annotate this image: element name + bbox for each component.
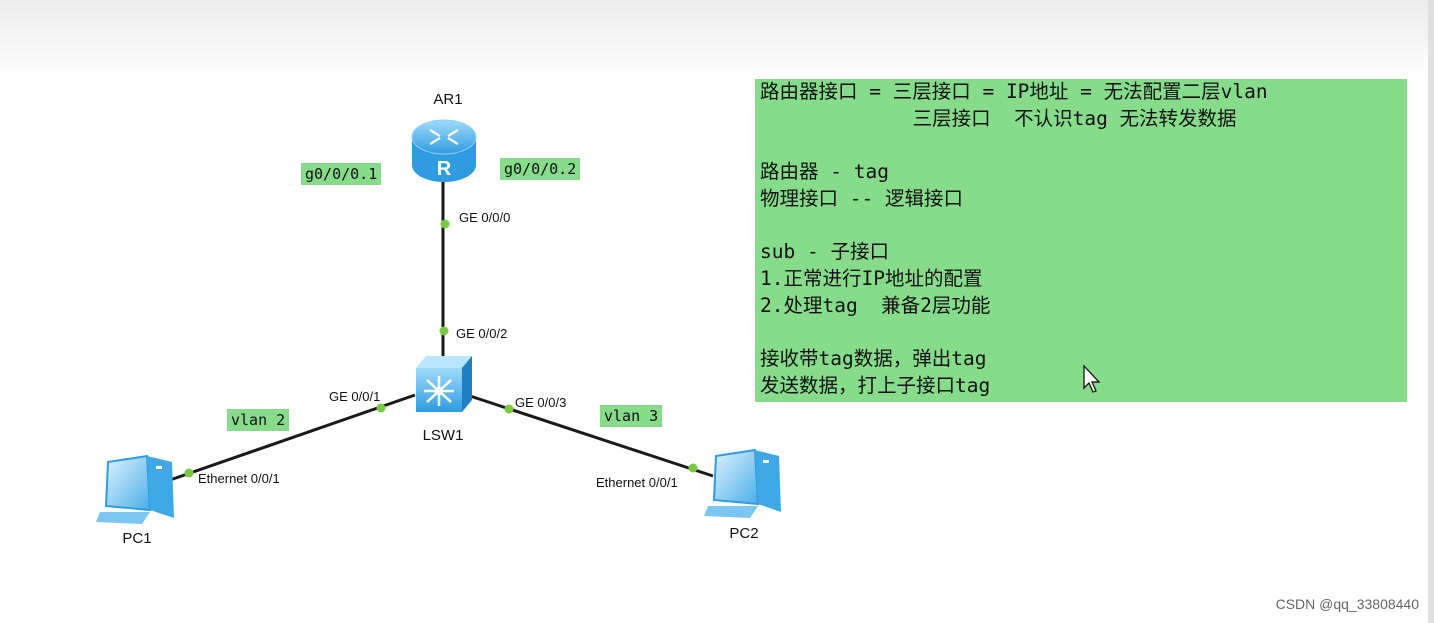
svg-text:R: R xyxy=(437,158,452,180)
port-dot-pc1 xyxy=(184,468,194,478)
router-label: AR1 xyxy=(433,91,462,108)
note-line: 路由器接口 = 三层接口 = IP地址 = 无法配置二层vlan xyxy=(760,80,1268,103)
note-line: 物理接口 -- 逻辑接口 xyxy=(760,186,963,210)
note-line: 三层接口 不认识tag 无法转发数据 xyxy=(760,106,1237,130)
note-line: 2.处理tag 兼备2层功能 xyxy=(760,293,991,317)
switch-icon[interactable] xyxy=(416,356,472,412)
pc2-icon[interactable] xyxy=(704,448,781,518)
switch-label: LSW1 xyxy=(423,427,464,444)
vlan-tag-right: vlan 3 xyxy=(600,405,663,427)
router-icon[interactable]: R xyxy=(411,119,477,182)
port-dot-lsw1-ge003 xyxy=(504,404,514,414)
port-label-pc1-eth: Ethernet 0/0/1 xyxy=(198,471,280,486)
port-label-pc2-eth: Ethernet 0/0/1 xyxy=(596,475,678,490)
note-line: 路由器 - tag xyxy=(760,160,889,184)
watermark: CSDN @qq_33808440 xyxy=(1275,596,1419,612)
note-line: 发送数据，打上子接口tag xyxy=(760,373,991,397)
pc2-label: PC2 xyxy=(729,525,758,542)
port-label-lsw1-ge003: GE 0/0/3 xyxy=(515,395,566,410)
top-bar xyxy=(0,0,1434,78)
subinterface-tag-2: g0/0/0.2 xyxy=(500,158,581,180)
scrollbar-strip[interactable] xyxy=(1428,0,1434,623)
port-dot-lsw1-ge001 xyxy=(376,403,386,413)
port-dot-ar1-ge000 xyxy=(440,219,450,229)
note-line xyxy=(760,132,1407,159)
note-line: sub - 子接口 xyxy=(760,240,889,264)
pc1-label: PC1 xyxy=(122,530,151,547)
vlan-tag-left: vlan 2 xyxy=(227,409,290,431)
port-dot-lsw1-ge002 xyxy=(439,326,449,336)
notes-panel: 路由器接口 = 三层接口 = IP地址 = 无法配置二层vlan 三层接口 不认… xyxy=(755,79,1407,402)
note-line xyxy=(760,212,1407,239)
link-lsw1-pc1 xyxy=(169,393,416,482)
port-dot-pc2 xyxy=(688,463,698,473)
subinterface-tag-1: g0/0/0.1 xyxy=(301,163,382,185)
note-line: 接收带tag数据，弹出tag xyxy=(760,346,987,370)
note-line: 1.正常进行IP地址的配置 xyxy=(760,266,983,290)
port-label-ar1-ge000: GE 0/0/0 xyxy=(459,210,510,225)
port-label-lsw1-ge002: GE 0/0/2 xyxy=(456,326,507,341)
note-line xyxy=(760,319,1407,346)
port-label-lsw1-ge001: GE 0/0/1 xyxy=(329,389,380,404)
mouse-cursor-icon xyxy=(1083,364,1101,393)
pc1-icon[interactable] xyxy=(96,454,174,524)
